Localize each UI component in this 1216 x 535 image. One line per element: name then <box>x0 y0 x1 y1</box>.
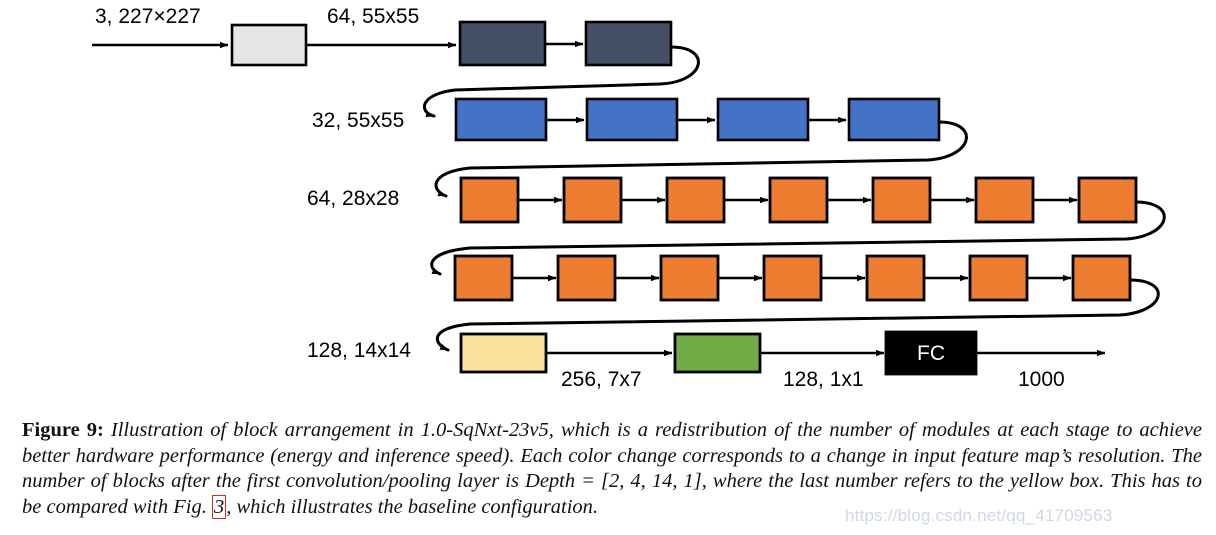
block-stage1-module-2 <box>584 20 673 67</box>
block-stage1-module-1 <box>458 20 547 67</box>
wrap-connector-row1-row2 <box>423 45 700 118</box>
caption-text-part1: Illustration of block arrangement in 1.0… <box>22 419 1202 492</box>
caption-text-part2: , where the last number refers to the ye… <box>22 470 1202 518</box>
figure-number-label: Figure 9: <box>22 419 104 441</box>
fc-block-label: FC <box>917 342 945 365</box>
block-stage3a-module-6 <box>974 176 1035 224</box>
edge-label-row3: 64, 28x28 <box>307 187 399 210</box>
block-stage3a-module-5 <box>871 176 932 224</box>
block-stage3b-module-5 <box>865 254 926 302</box>
block-global-pool <box>673 332 762 374</box>
wrap-connector-row2-row3 <box>434 120 968 198</box>
block-stage2-module-2 <box>585 97 679 142</box>
block-stage3a-module-4 <box>768 176 829 224</box>
block-stage3b-module-4 <box>762 254 823 302</box>
block-stage3b-module-2 <box>556 254 617 302</box>
caption-depth-formula: Depth = [2, 4, 14, 1] <box>525 470 702 492</box>
figure-reference-link[interactable]: 3 <box>211 494 227 519</box>
edge-label-row5: 128, 14x14 <box>307 339 411 362</box>
edge-label-after-yellow: 256, 7x7 <box>561 368 642 391</box>
network-architecture-diagram: 3, 227×227 64, 55x55 32, 55x55 64, 28x28 <box>92 5 1166 391</box>
wrap-connector-row3-row4 <box>430 200 1166 276</box>
edge-label-input: 3, 227×227 <box>95 5 201 28</box>
block-stage3b-module-7 <box>1071 254 1132 302</box>
wrap-connector-row4-row5 <box>435 278 1160 352</box>
block-stage2-module-1 <box>454 97 548 142</box>
block-stage3a-module-2 <box>562 176 623 224</box>
block-stage2-module-3 <box>716 97 810 142</box>
block-conv-pool <box>230 23 308 67</box>
block-stage3b-module-6 <box>968 254 1029 302</box>
block-stage3a-module-1 <box>459 176 520 224</box>
caption-text-part3: , which illustrates the baseline configu… <box>226 495 599 518</box>
block-stage3a-module-7 <box>1077 176 1138 224</box>
block-stage3b-module-3 <box>659 254 720 302</box>
block-fully-connected <box>884 330 978 376</box>
edge-label-output: 1000 <box>1018 368 1065 391</box>
block-stage4-module <box>459 332 548 374</box>
edge-label-after-green: 128, 1x1 <box>783 368 864 391</box>
figure-caption: Figure 9: Illustration of block arrangem… <box>22 418 1202 520</box>
block-stage2-module-4 <box>847 97 941 142</box>
block-stage3b-module-1 <box>453 254 514 302</box>
block-stage3a-module-3 <box>665 176 726 224</box>
edge-label-row2: 32, 55x55 <box>312 109 404 132</box>
edge-label-after-conv: 64, 55x55 <box>327 5 419 28</box>
